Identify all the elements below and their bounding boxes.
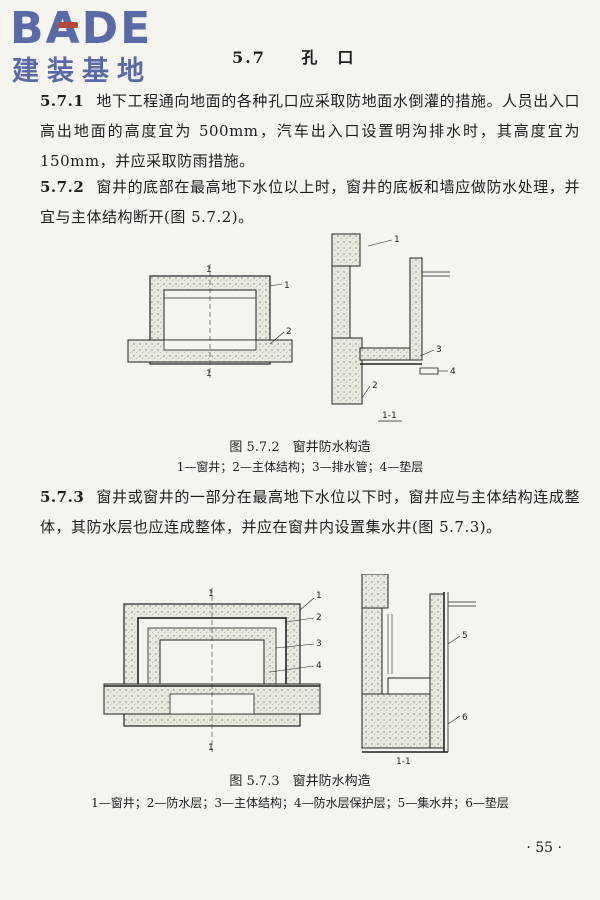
plan-label-2: 2 [286, 327, 292, 337]
section-label-5: 5 [462, 631, 468, 641]
clause-number: 5.7.2 [40, 178, 85, 196]
section-label-4: 4 [450, 367, 456, 377]
logo-subtitle: 建装基地 [12, 56, 152, 87]
section-view: 1 2 3 4 1-1 [331, 233, 456, 422]
plan-label-3: 3 [316, 639, 322, 649]
section-label-2: 2 [372, 381, 378, 391]
section-label-6: 6 [462, 713, 468, 723]
cut-label-bottom: 1 [208, 743, 214, 753]
clause-text: 地下工程通向地面的各种孔口应采取防地面水倒灌的措施。人员出入口高出地面的高度宜为… [40, 92, 580, 170]
plan-label-1: 1 [284, 281, 290, 291]
cut-label-top: 1 [208, 589, 214, 599]
cut-label-bottom: 1 [206, 369, 212, 379]
clause-text: 窗井的底部在最高地下水位以上时，窗井的底板和墙应做防水处理，并宜与主体结构断开(… [40, 178, 580, 226]
figure-5-7-2-drawing: 1 1 1 2 1 2 3 4 1-1 [127, 233, 456, 422]
figure-5-7-3-legend: 1—窗井；2—防水层；3—主体结构；4—防水层保护层；5—集水井；6—垫层 [91, 796, 509, 810]
plan-view: 1 1 1 2 [127, 264, 293, 379]
figure-5-7-2-caption: 图 5.7.2 窗井防水构造 [229, 440, 371, 455]
plan-label-2: 2 [316, 613, 322, 623]
page-number: · 55 · [526, 840, 562, 856]
clause-number: 5.7.3 [40, 488, 85, 506]
logo-accent [58, 22, 78, 28]
section-name: 孔 口 [301, 48, 356, 67]
plan-label-1: 1 [316, 591, 322, 601]
section-view: 5 6 1-1 [361, 574, 476, 764]
figure-5-7-3-caption: 图 5.7.3 窗井防水构造 [229, 774, 371, 789]
logo-word: BADE [10, 3, 153, 54]
plan-view: 1 1 1 2 3 4 [103, 588, 322, 753]
plan-label-4: 4 [316, 661, 322, 671]
logo: BADE 建装基地 [10, 4, 180, 94]
section-label-3: 3 [436, 345, 442, 355]
section-number: 5.7 [232, 48, 266, 67]
clause-number: 5.7.1 [40, 92, 85, 110]
section-label-1: 1 [394, 235, 400, 245]
section-mark: 1-1 [382, 411, 397, 421]
figure-5-7-2-legend: 1—窗井；2—主体结构；3—排水管；4—垫层 [176, 460, 424, 474]
section-title: 5.7 孔 口 [232, 44, 355, 68]
section-mark: 1-1 [396, 757, 411, 764]
cut-label-top: 1 [206, 265, 212, 275]
figure-5-7-3-drawing: 1 1 1 2 3 4 5 6 1-1 [103, 574, 476, 764]
clause-text: 窗井或窗井的一部分在最高地下水位以下时，窗井应与主体结构连成整体，其防水层也应连… [40, 488, 580, 536]
